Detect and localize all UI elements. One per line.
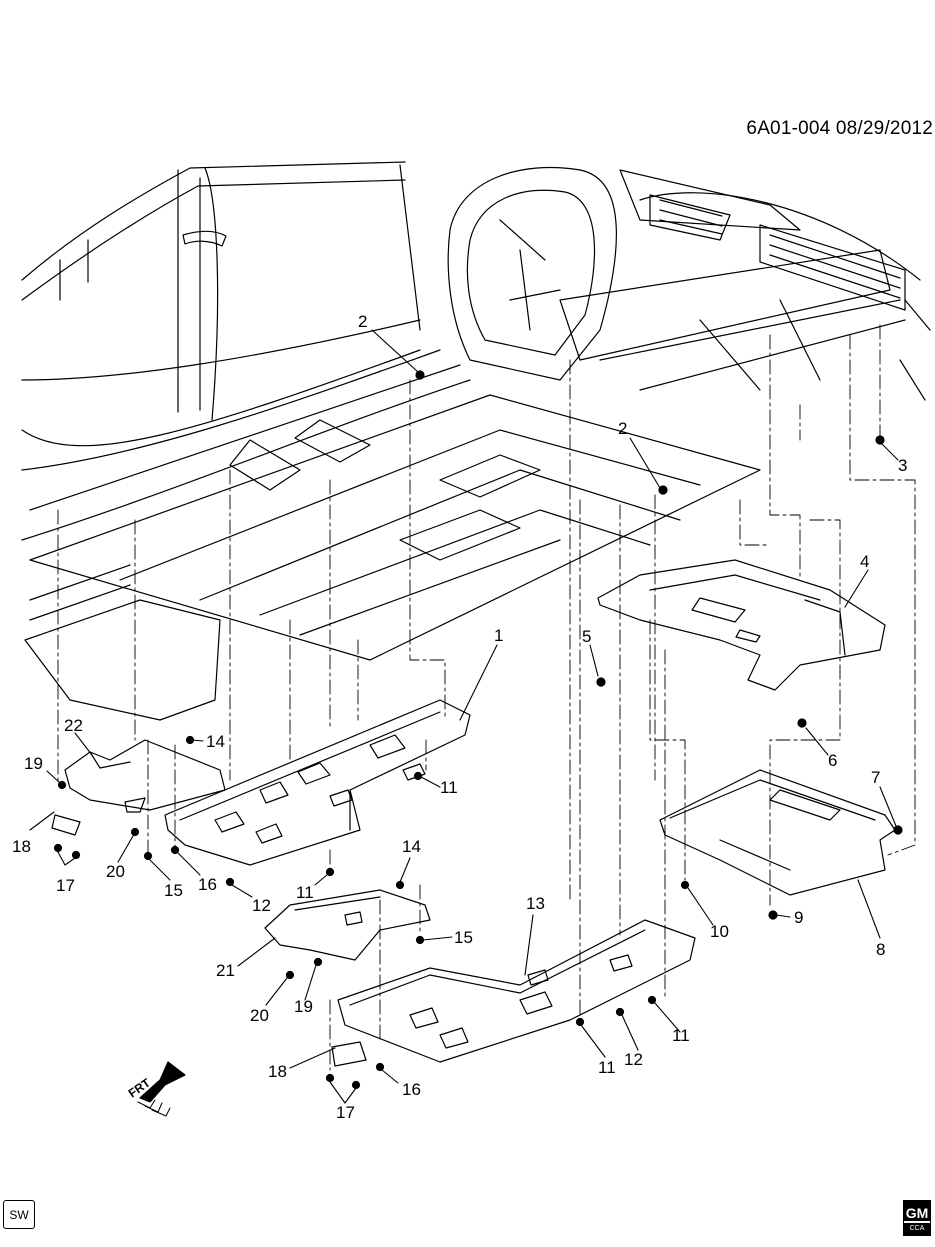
callout-14b: 14 (402, 837, 421, 856)
callout-1: 1 (494, 626, 503, 645)
part-21-bracket (264, 889, 431, 1067)
front-direction-arrow: FRT (126, 1061, 186, 1117)
callout-19b: 19 (294, 997, 313, 1016)
callout-9: 9 (794, 908, 803, 927)
callout-leaders (29, 329, 899, 1104)
gm-logo-text: GM (903, 1204, 931, 1223)
callout-8: 8 (876, 940, 885, 959)
callout-2a: 2 (358, 312, 367, 331)
callout-22: 22 (64, 716, 83, 735)
callout-6: 6 (828, 751, 837, 770)
vehicle-body-outline (21, 161, 931, 721)
callout-20b: 20 (250, 1006, 269, 1025)
callout-5: 5 (582, 627, 591, 646)
callout-15a: 15 (164, 881, 183, 900)
callout-12a: 12 (252, 896, 271, 915)
callout-14a: 14 (206, 732, 225, 751)
callout-19a: 19 (24, 754, 43, 773)
callout-18b: 18 (268, 1062, 287, 1081)
callout-20a: 20 (106, 862, 125, 881)
gm-logo: GM CCA (903, 1200, 931, 1236)
alignment-lines (57, 324, 916, 1071)
callout-15b: 15 (454, 928, 473, 947)
callout-11a: 11 (440, 778, 458, 797)
callout-16a: 16 (198, 875, 217, 894)
part-8-shield (659, 769, 896, 896)
callout-12b: 12 (624, 1050, 643, 1069)
callout-17b: 17 (336, 1103, 355, 1122)
callout-11c: 11 (598, 1058, 616, 1077)
callout-labels: 2 2 3 4 1 5 6 7 22 14 19 11 18 17 20 15 … (12, 312, 907, 1122)
fasteners (53, 370, 903, 1090)
callout-17a: 17 (56, 876, 75, 895)
callout-16b: 16 (402, 1080, 421, 1099)
callout-13: 13 (526, 894, 545, 913)
callout-4: 4 (860, 552, 869, 571)
callout-7: 7 (871, 768, 880, 787)
part-4-shield (597, 559, 886, 691)
part-1-shield (164, 699, 471, 866)
part-22-bracket (51, 739, 226, 836)
sw-badge: SW (3, 1200, 35, 1229)
part-13-shield (337, 919, 696, 1063)
callout-10: 10 (710, 922, 729, 941)
callout-2b: 2 (618, 419, 627, 438)
callout-11b: 11 (296, 883, 314, 902)
gm-logo-subtext: CCA (909, 1224, 925, 1232)
callout-21: 21 (216, 961, 235, 980)
document-id: 6A01-004 08/29/2012 (746, 118, 933, 139)
callout-18a: 18 (12, 837, 31, 856)
callout-11d: 11 (672, 1026, 690, 1045)
callout-3: 3 (898, 456, 907, 475)
